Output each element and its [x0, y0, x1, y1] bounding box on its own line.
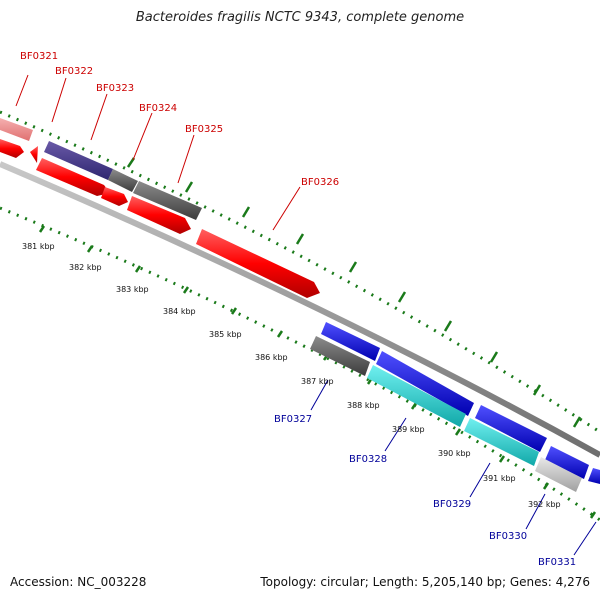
- feature-bf0323b[interactable]: [101, 187, 128, 206]
- kbp-label: 391 kbp: [483, 474, 516, 483]
- kbp-label: 387 kbp: [301, 377, 334, 386]
- forward-gene-labels: BF0321 BF0322 BF0323 BF0324 BF0325 BF032…: [15, 51, 339, 231]
- gene-label-bf0330[interactable]: BF0330: [489, 531, 527, 542]
- feature-bf0323-gray[interactable]: [108, 169, 138, 192]
- genome-summary-text: Topology: circular; Length: 5,205,140 bp…: [260, 575, 590, 589]
- gene-label-bf0321[interactable]: BF0321: [20, 51, 58, 62]
- genome-backbone: [0, 161, 600, 458]
- feature-bf0328-cds[interactable]: [367, 365, 466, 427]
- kbp-label: 385 kbp: [209, 330, 242, 339]
- kbp-label: 382 kbp: [69, 263, 102, 272]
- gene-label-bf0327[interactable]: BF0327: [274, 414, 312, 425]
- accession-text: Accession: NC_003228: [10, 575, 147, 589]
- feature-small-arrow[interactable]: [30, 146, 38, 163]
- feature-bf0327-gray[interactable]: [310, 336, 370, 376]
- feature-bf0325[interactable]: [127, 196, 191, 234]
- gene-label-bf0331[interactable]: BF0331: [538, 557, 576, 568]
- kbp-label: 390 kbp: [438, 449, 471, 458]
- outer-major-ticks: [126, 157, 582, 428]
- gene-label-bf0324[interactable]: BF0324: [139, 103, 177, 114]
- gene-label-bf0329[interactable]: BF0329: [433, 499, 471, 510]
- outer-tick-track: [0, 110, 600, 434]
- gene-label-bf0323[interactable]: BF0323: [96, 83, 134, 94]
- feature-bf0331[interactable]: [588, 468, 600, 484]
- feature-bf0328[interactable]: [376, 351, 474, 416]
- gene-label-bf0328[interactable]: BF0328: [349, 454, 387, 465]
- kbp-label: 392 kbp: [528, 500, 561, 509]
- kbp-label: 381 kbp: [22, 242, 55, 251]
- kbp-label: 389 kbp: [392, 425, 425, 434]
- feature-bf0321[interactable]: [0, 118, 33, 141]
- feature-bf0326[interactable]: [196, 229, 320, 298]
- feature-bf0330[interactable]: [545, 446, 589, 479]
- feature-bf0323[interactable]: [36, 158, 110, 196]
- forward-features: [0, 118, 320, 298]
- feature-bf0327[interactable]: [321, 322, 380, 361]
- feature-bf0324[interactable]: [133, 181, 202, 220]
- reverse-gene-labels: BF0327 BF0328 BF0329 BF0330 BF0331: [274, 379, 597, 568]
- inner-major-ticks: [38, 225, 597, 519]
- kbp-label: 383 kbp: [116, 285, 149, 294]
- feature-bf0322[interactable]: [44, 141, 113, 180]
- feature-bf0330-light[interactable]: [535, 457, 582, 492]
- reverse-features: [310, 322, 600, 492]
- gene-label-bf0322[interactable]: BF0322: [55, 66, 93, 77]
- gene-label-bf0325[interactable]: BF0325: [185, 124, 223, 135]
- gene-label-bf0326[interactable]: BF0326: [301, 177, 339, 188]
- kbp-label: 384 kbp: [163, 307, 196, 316]
- feature-bf0329[interactable]: [475, 405, 547, 452]
- map-title: Bacteroides fragilis NCTC 9343, complete…: [135, 10, 465, 25]
- feature-bf0329-cds[interactable]: [464, 418, 539, 466]
- kbp-label: 388 kbp: [347, 401, 380, 410]
- feature-bf0321-cds[interactable]: [0, 139, 24, 158]
- kbp-label: 386 kbp: [255, 353, 288, 362]
- inner-tick-track: [0, 206, 600, 522]
- kbp-labels: 381 kbp 382 kbp 383 kbp 384 kbp 385 kbp …: [22, 242, 561, 509]
